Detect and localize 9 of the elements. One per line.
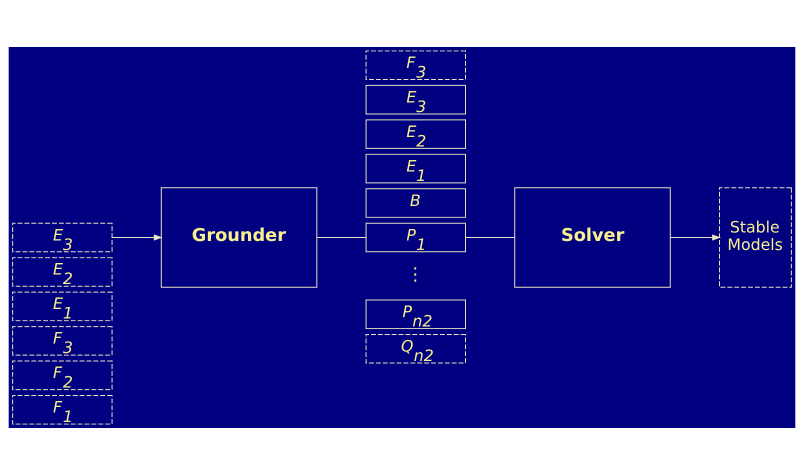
- connector: [316, 237, 367, 238]
- node-box: Stable Models: [719, 187, 792, 288]
- node-box: Grounder: [160, 187, 318, 288]
- node-box: Solver: [514, 187, 671, 288]
- label: ⋮: [406, 265, 424, 286]
- arrow: [112, 234, 163, 241]
- connector: [465, 237, 516, 238]
- node-box: B: [366, 188, 466, 218]
- arrow: [670, 234, 721, 241]
